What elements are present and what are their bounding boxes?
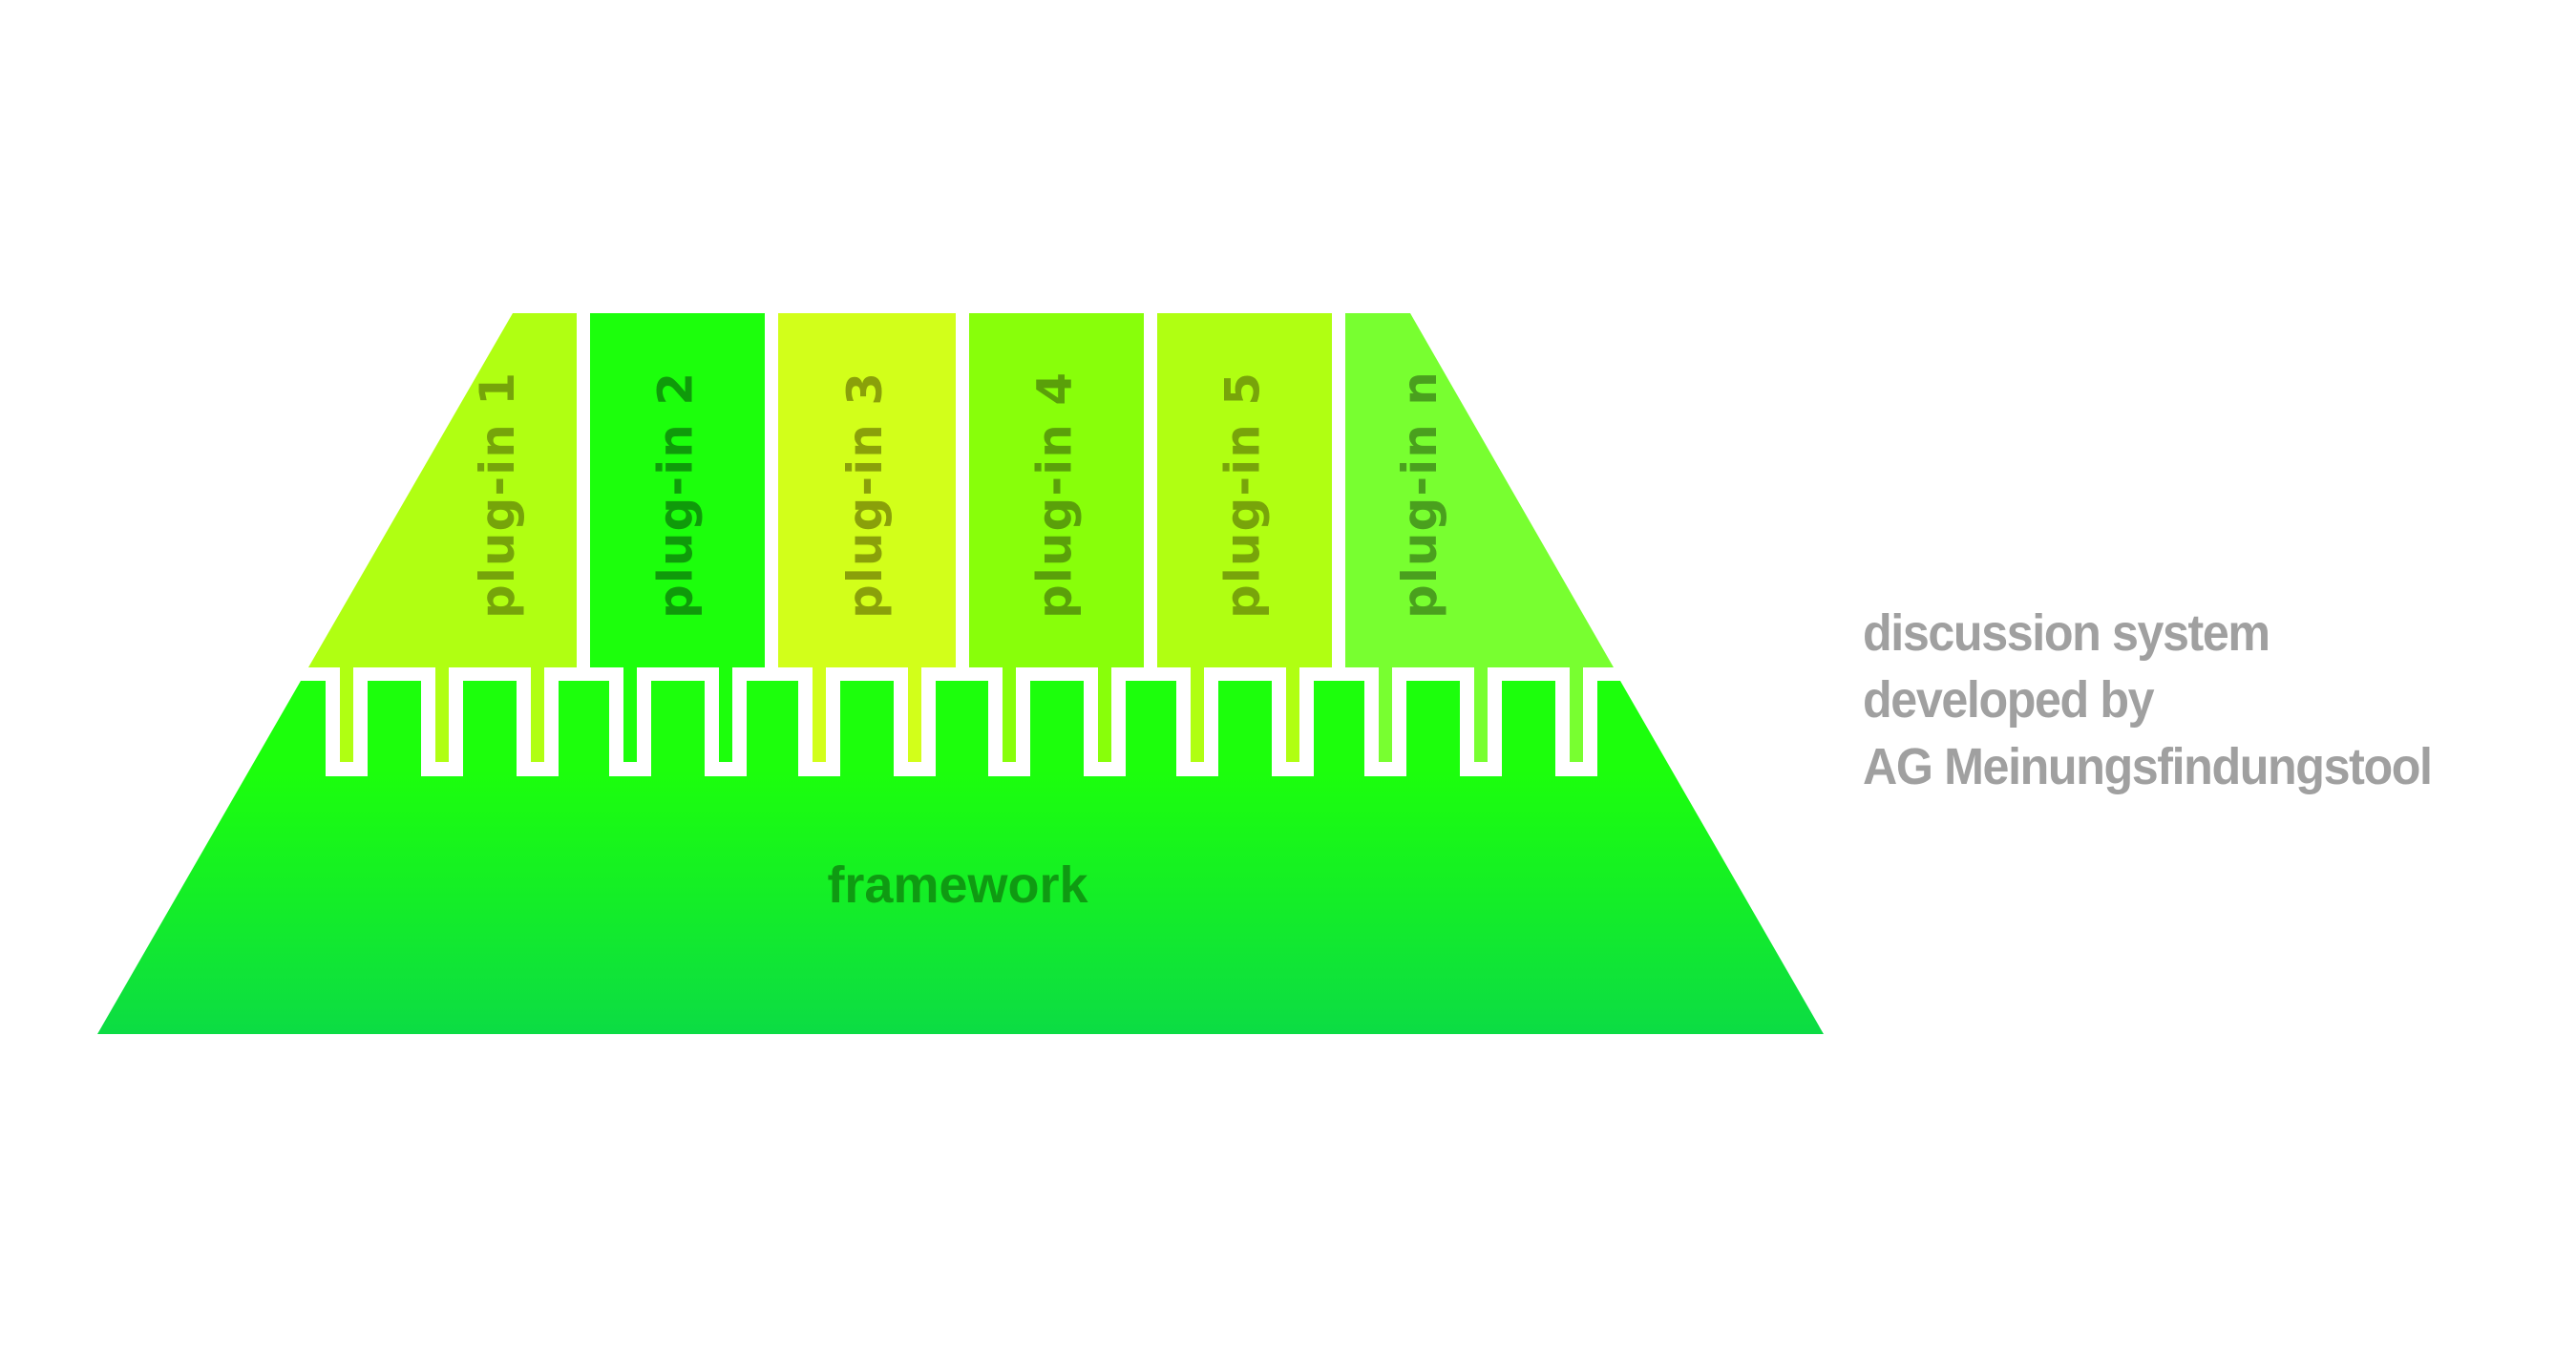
plugin-pin	[908, 666, 921, 762]
plugin-pin	[813, 666, 826, 762]
plugin-pin	[623, 666, 637, 762]
plugin-block	[778, 313, 956, 667]
plugin-pin	[435, 666, 449, 762]
plugin-pin	[1003, 666, 1016, 762]
plugin-block	[590, 313, 765, 667]
caption-line-3: AG Meinungsfindungstool	[1863, 738, 2433, 795]
plugin-2: plug-in 2	[590, 313, 765, 762]
plugin-block	[308, 313, 577, 667]
plugin-pin	[531, 666, 544, 762]
caption: discussion system developed by AG Meinun…	[1863, 600, 2433, 800]
plugin-block	[1345, 313, 1614, 667]
plugin-pin	[719, 666, 732, 762]
plugin-6: plug-in n	[1345, 313, 1614, 762]
plugin-label: plug-in 2	[648, 371, 704, 619]
plugin-4: plug-in 4	[969, 313, 1144, 762]
plugin-pin	[1098, 666, 1111, 762]
plugin-pin	[340, 666, 353, 762]
plugin-pin	[1570, 666, 1583, 762]
plugin-pin	[1191, 666, 1204, 762]
framework-label: framework	[827, 856, 1088, 914]
plugin-block	[1157, 313, 1332, 667]
caption-line-2: developed by	[1863, 671, 2155, 729]
plugin-block	[969, 313, 1144, 667]
plugin-5: plug-in 5	[1157, 313, 1332, 762]
caption-line-1: discussion system	[1863, 604, 2270, 662]
framework: framework	[97, 681, 1824, 1034]
plugin-label: plug-in 1	[470, 371, 525, 619]
plugin-pin	[1379, 666, 1392, 762]
plugin-label: plug-in n	[1392, 370, 1447, 619]
plugins: plug-in 1 plug-in 2 plug-in 3 plug-in 4 plug…	[308, 313, 1614, 762]
plugin-pin	[1474, 666, 1488, 762]
plugin-pin	[1286, 666, 1299, 762]
plugin-label: plug-in 4	[1027, 371, 1083, 619]
plugin-3: plug-in 3	[778, 313, 956, 762]
plugin-1: plug-in 1	[308, 313, 577, 762]
plugin-label: plug-in 5	[1215, 371, 1271, 619]
framework-shape	[97, 681, 1824, 1034]
plugin-label: plug-in 3	[837, 371, 893, 619]
